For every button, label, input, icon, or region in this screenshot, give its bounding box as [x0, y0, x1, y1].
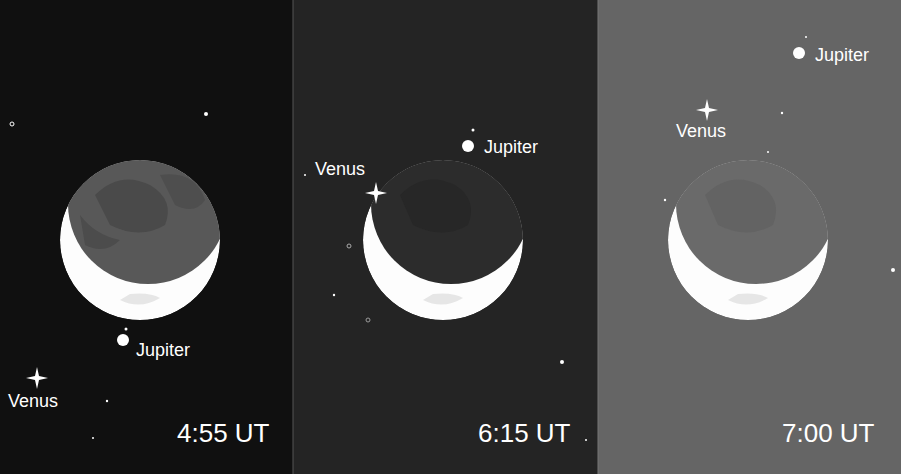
time-label: 4:55 UT [177, 420, 270, 446]
planet-label: Jupiter [815, 46, 869, 64]
planet-label: Venus [315, 160, 365, 178]
time-label: 7:00 UT [782, 420, 875, 446]
planet-label: Jupiter [136, 341, 190, 359]
time-label: 6:15 UT [478, 420, 571, 446]
planet-label: Venus [8, 392, 58, 410]
planet-label: Venus [676, 122, 726, 140]
planet-label: Jupiter [484, 138, 538, 156]
